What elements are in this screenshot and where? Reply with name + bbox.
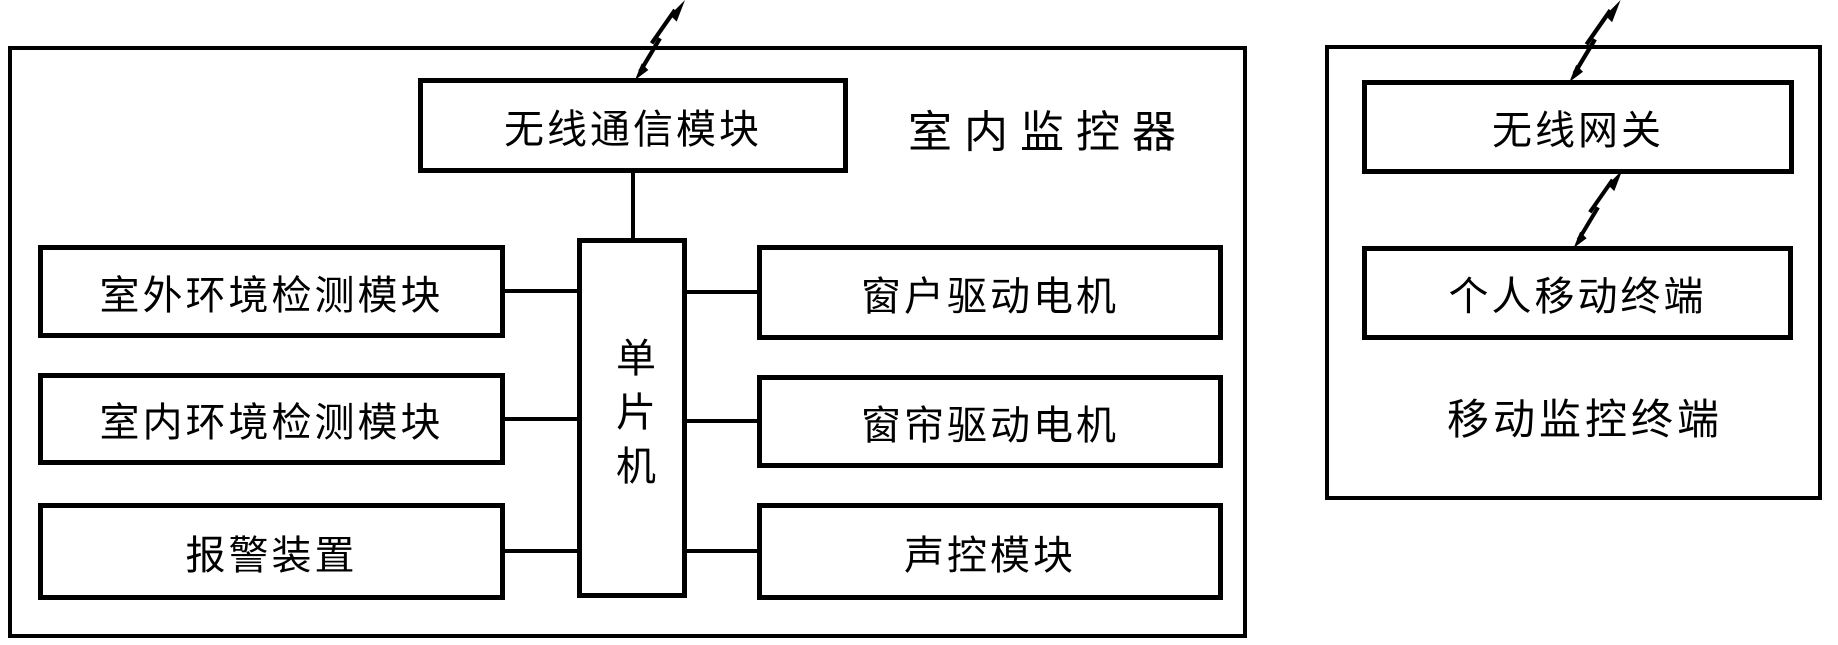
window-motor-label: 窗户驱动电机 bbox=[861, 273, 1119, 320]
lightning-bolt-icon bbox=[635, 0, 685, 80]
mcu-box: 单片机 bbox=[577, 238, 687, 598]
lightning-bolt-icon bbox=[1573, 170, 1623, 248]
connector-mcu-to-window bbox=[687, 290, 757, 294]
wireless-comm-module-label: 无线通信模块 bbox=[504, 106, 762, 153]
personal-mobile-terminal-label: 个人移动终端 bbox=[1448, 274, 1707, 320]
window-motor-box: 窗户驱动电机 bbox=[757, 245, 1223, 340]
connector-indoor-to-mcu bbox=[505, 417, 577, 421]
connector-mcu-to-voice bbox=[687, 549, 757, 553]
indoor-monitor-title: 室内监控器 bbox=[908, 107, 1188, 158]
lightning-bolt-icon bbox=[1569, 0, 1621, 82]
voice-control-label: 声控模块 bbox=[904, 532, 1076, 579]
personal-mobile-terminal-box: 个人移动终端 bbox=[1362, 246, 1793, 340]
wireless-gateway-box: 无线网关 bbox=[1362, 80, 1794, 174]
indoor-env-detect-label: 室内环境检测模块 bbox=[99, 400, 444, 446]
wireless-comm-module-box: 无线通信模块 bbox=[418, 78, 848, 173]
outdoor-env-detect-box: 室外环境检测模块 bbox=[38, 245, 505, 338]
mobile-terminal-title: 移动监控终端 bbox=[1447, 395, 1724, 444]
curtain-motor-label: 窗帘驱动电机 bbox=[861, 402, 1119, 449]
wireless-gateway-label: 无线网关 bbox=[1492, 108, 1664, 154]
voice-control-box: 声控模块 bbox=[757, 503, 1223, 600]
outdoor-env-detect-label: 室外环境检测模块 bbox=[99, 272, 444, 319]
connector-alarm-to-mcu bbox=[505, 549, 577, 553]
alarm-device-label: 报警装置 bbox=[185, 532, 358, 579]
connector-wireless-to-mcu bbox=[631, 172, 635, 238]
connector-mcu-to-curtain bbox=[687, 419, 757, 423]
alarm-device-box: 报警装置 bbox=[38, 503, 505, 600]
connector-outdoor-to-mcu bbox=[505, 289, 577, 293]
mcu-label: 单片机 bbox=[609, 337, 655, 499]
indoor-env-detect-box: 室内环境检测模块 bbox=[38, 373, 505, 465]
curtain-motor-box: 窗帘驱动电机 bbox=[757, 375, 1223, 468]
